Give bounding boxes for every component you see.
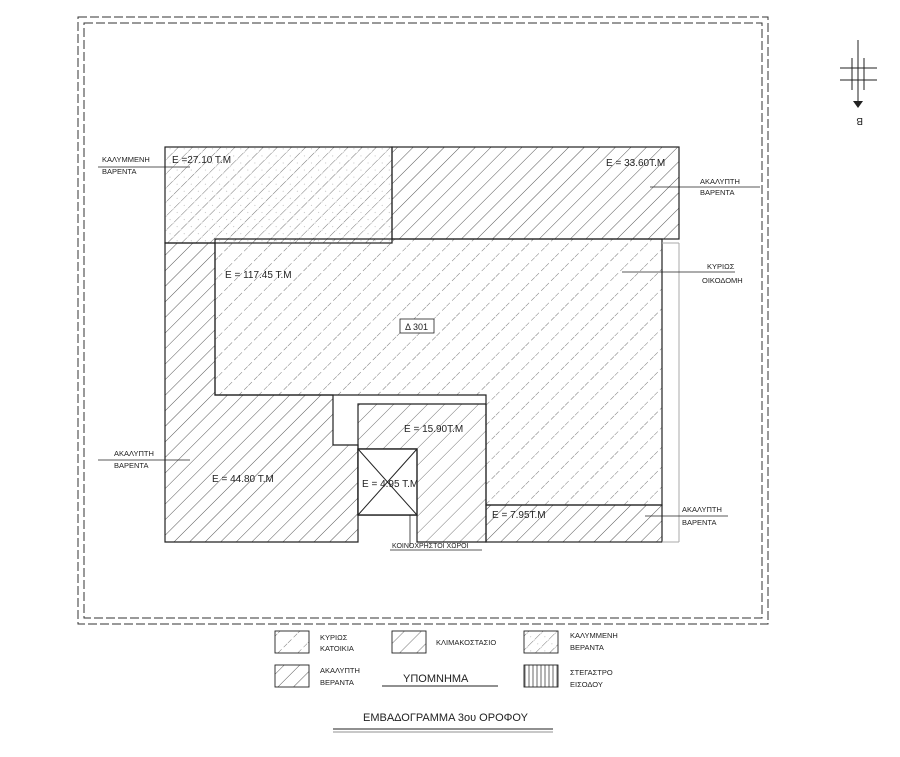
callout-uncovered-top-l1: ΑΚΑΛΥΠΤΗ xyxy=(700,177,740,186)
north-arrow-icon xyxy=(840,40,877,108)
legend-label-main-l1: ΚΥΡΙΩΣ xyxy=(320,633,348,642)
area-label-covered-veranda: E =27.10 T.M xyxy=(172,155,231,166)
legend-label-covered-l2: ΒΕΡΑΝΤΑ xyxy=(570,643,604,652)
legend-label-canopy-l2: ΕΙΣΟΔΟΥ xyxy=(570,680,603,689)
legend-title: ΥΠΟΜΝΗΜΑ xyxy=(403,673,469,685)
area-label-uncovered-veranda-bottom: E = 7.95T.M xyxy=(492,510,546,521)
room-tag: Δ 301 xyxy=(405,322,428,332)
area-label-stairwell: E = 15.90T.M xyxy=(404,424,463,435)
callout-covered-veranda-l1: ΚΑΛΥΜΜΕΝΗ xyxy=(102,155,150,164)
callout-common-areas: ΚΟΙΝΟΧΡΗΣΤΟΙ ΧΩΡΟΙ xyxy=(392,543,469,550)
area-label-stair-box: E = 4.95 T.M xyxy=(362,479,418,490)
legend-label-uncovered-l2: ΒΕΡΑΝΤΑ xyxy=(320,678,354,687)
callout-uncovered-left-l1: ΑΚΑΛΥΠΤΗ xyxy=(114,449,154,458)
legend-swatch-main xyxy=(274,630,310,654)
stair-box-cross-b xyxy=(357,448,418,516)
legend-swatch-covered xyxy=(523,630,559,654)
plot-boundary-inner xyxy=(83,22,763,619)
callout-uncovered-bottom-l2: ΒΑΡΕΝΤΑ xyxy=(682,518,716,527)
callout-uncovered-bottom-l1: ΑΚΑΛΥΠΤΗ xyxy=(682,505,722,514)
room-tag-box xyxy=(399,318,435,334)
plot-boundary-outer xyxy=(77,16,769,625)
legend-label-uncovered-l1: ΑΚΑΛΥΠΤΗ xyxy=(320,666,360,675)
legend-label-canopy-l1: ΣΤΕΓΑΣΤΡΟ xyxy=(570,668,613,677)
legend-swatch-stair xyxy=(391,630,427,654)
callout-main-dwelling-l2: ΟΙΚΟΔΟΜΗ xyxy=(702,276,743,285)
area-label-uncovered-veranda-left: E = 44.80 T.M xyxy=(212,474,274,485)
legend-swatch-canopy xyxy=(523,664,559,688)
legend-label-stair: ΚΛΙΜΑΚΟΣΤΑΣΙΟ xyxy=(436,638,496,647)
legend-label-covered-l1: ΚΑΛΥΜΜΕΝΗ xyxy=(570,631,618,640)
drawing-title: ΕΜΒΑΔΟΓΡΑΜΜΑ 3ου ΟΡΟΦΟΥ xyxy=(363,712,529,724)
callout-uncovered-left-l2: ΒΑΡΕΝΤΑ xyxy=(114,461,148,470)
callout-main-dwelling-l1: ΚΥΡΙΩΣ xyxy=(707,262,735,271)
legend-label-main-l2: ΚΑΤΟΙΚΙΑ xyxy=(320,644,354,653)
area-label-uncovered-veranda-top: E = 33.60T.M xyxy=(606,158,665,169)
north-arrow-letter: Β xyxy=(856,115,863,126)
uncovered-veranda-bottom-region xyxy=(485,504,663,543)
callout-uncovered-top-l2: ΒΑΡΕΝΤΑ xyxy=(700,188,734,197)
area-label-main-dwelling: E = 117.45 T.M xyxy=(225,270,292,281)
legend-swatch-uncovered xyxy=(274,664,310,688)
callout-covered-veranda-l2: ΒΑΡΕΝΤΑ xyxy=(102,167,136,176)
